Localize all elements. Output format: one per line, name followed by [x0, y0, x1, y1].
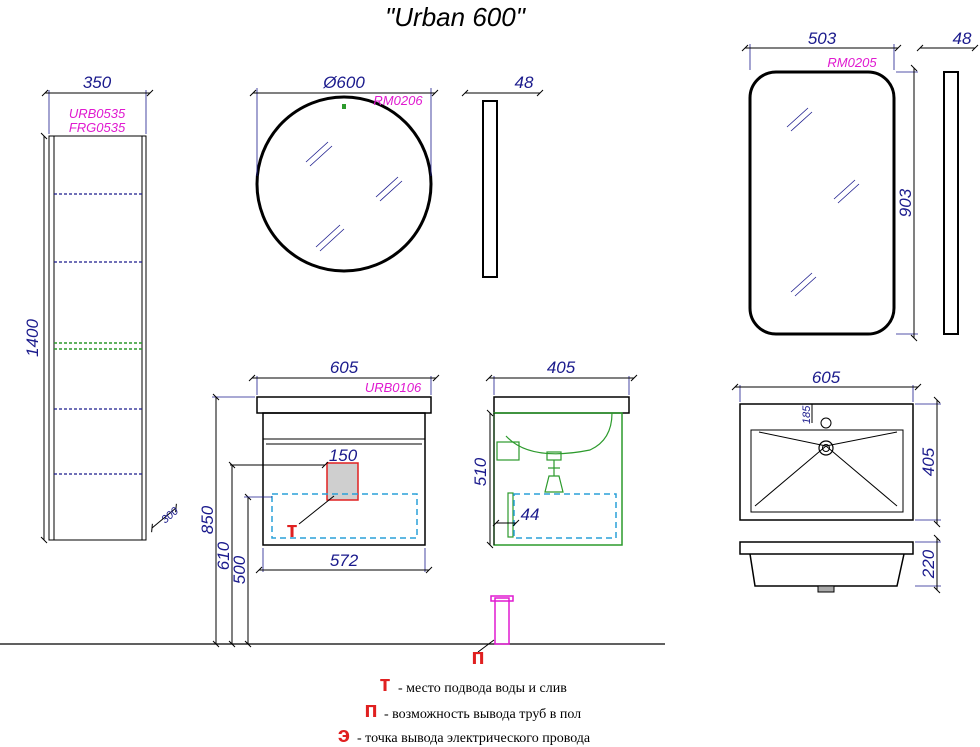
side-offset-label: 44: [521, 505, 540, 524]
legend-letter-water: т: [380, 671, 391, 696]
rect-mirror: 503 RM0205 903 48: [741, 29, 979, 342]
legend-letter-electric: э: [338, 722, 350, 747]
round-mirror-code: RM0206: [373, 93, 423, 108]
basin-side-view: 220: [739, 534, 941, 594]
glass-reflection-icon: [786, 107, 860, 297]
height-2-label: 610: [214, 541, 233, 570]
basin-outline: [739, 403, 914, 521]
rect-mirror-depth-label: 48: [953, 29, 972, 48]
basin-side-rim: [739, 541, 914, 555]
basin-side-height-label: 220: [919, 549, 938, 579]
basin-curve: [505, 412, 613, 455]
basin-width-label: 605: [812, 368, 841, 387]
basin-top-view: 605 405 185: [731, 368, 941, 528]
drain-outlet-icon: [817, 585, 835, 593]
height-total-label: 850: [198, 505, 217, 534]
rect-mirror-outline: [748, 70, 896, 336]
rect-mirror-side: [943, 71, 959, 335]
legend-text-electric: - точка вывода электрического провода: [357, 731, 591, 746]
height-3-label: 500: [230, 555, 249, 584]
drain-icon: [818, 440, 834, 456]
vanity-body: [262, 412, 426, 546]
opening-label: 150: [329, 446, 358, 465]
vanity-code: URB0106: [365, 380, 422, 395]
round-mirror-depth-label: 48: [515, 73, 534, 92]
siphon-icon: [544, 451, 564, 493]
rect-mirror-code: RM0205: [827, 55, 877, 70]
vanity-front: 605 URB0106 150 572 850 610 500 т: [198, 358, 440, 648]
column-width-label: 350: [83, 73, 112, 92]
tap-offset-label: 185: [801, 405, 813, 424]
column-cabinet: 350 URB0535 FRG0535 1400 300: [23, 73, 182, 544]
marker-leader: [298, 495, 335, 525]
tap-hole-icon: [820, 417, 832, 429]
basin-depth-label: 405: [919, 447, 938, 476]
basin-side-body: [749, 553, 905, 587]
drawing-title: "Urban 600": [385, 2, 527, 32]
rect-mirror-height-label: 903: [896, 188, 915, 217]
basin-top-edge: [256, 396, 432, 414]
round-mirror-side: [482, 100, 498, 278]
water-zone: [271, 493, 418, 539]
side-top-edge: [493, 396, 630, 414]
rect-mirror-width-label: 503: [808, 29, 837, 48]
legend-letter-floor: п: [364, 697, 377, 722]
round-mirror: Ø600 RM0206 48: [249, 73, 544, 278]
round-mirror-outline: [255, 95, 433, 273]
column-height-label: 1400: [23, 319, 42, 357]
side-height-label: 510: [471, 457, 490, 486]
vanity-width-label: 605: [330, 358, 359, 377]
inner-width-label: 572: [330, 551, 359, 570]
wall-connector-icon: [496, 441, 520, 461]
floor-marker: п: [471, 644, 484, 669]
column-code-2: FRG0535: [69, 120, 126, 135]
column-depth-label: 300: [159, 505, 181, 527]
legend-text-floor: - возможность вывода труб в пол: [384, 707, 581, 722]
column-cabinet-body: [48, 135, 147, 541]
column-code-1: URB0535: [69, 106, 126, 121]
round-mirror-diameter-label: Ø600: [322, 73, 365, 92]
vanity-side: 405 510 44: [471, 358, 638, 549]
glass-reflection-icon: [305, 141, 403, 252]
water-marker: т: [287, 517, 298, 542]
floor-pipe: [494, 597, 510, 645]
side-depth-label: 405: [547, 358, 576, 377]
legend: т - место подвода воды и слив п - возмож…: [338, 671, 591, 747]
legend-text-water: - место подвода воды и слив: [398, 681, 567, 696]
basin-slope-lines: [754, 431, 898, 507]
water-zone: [513, 493, 617, 539]
